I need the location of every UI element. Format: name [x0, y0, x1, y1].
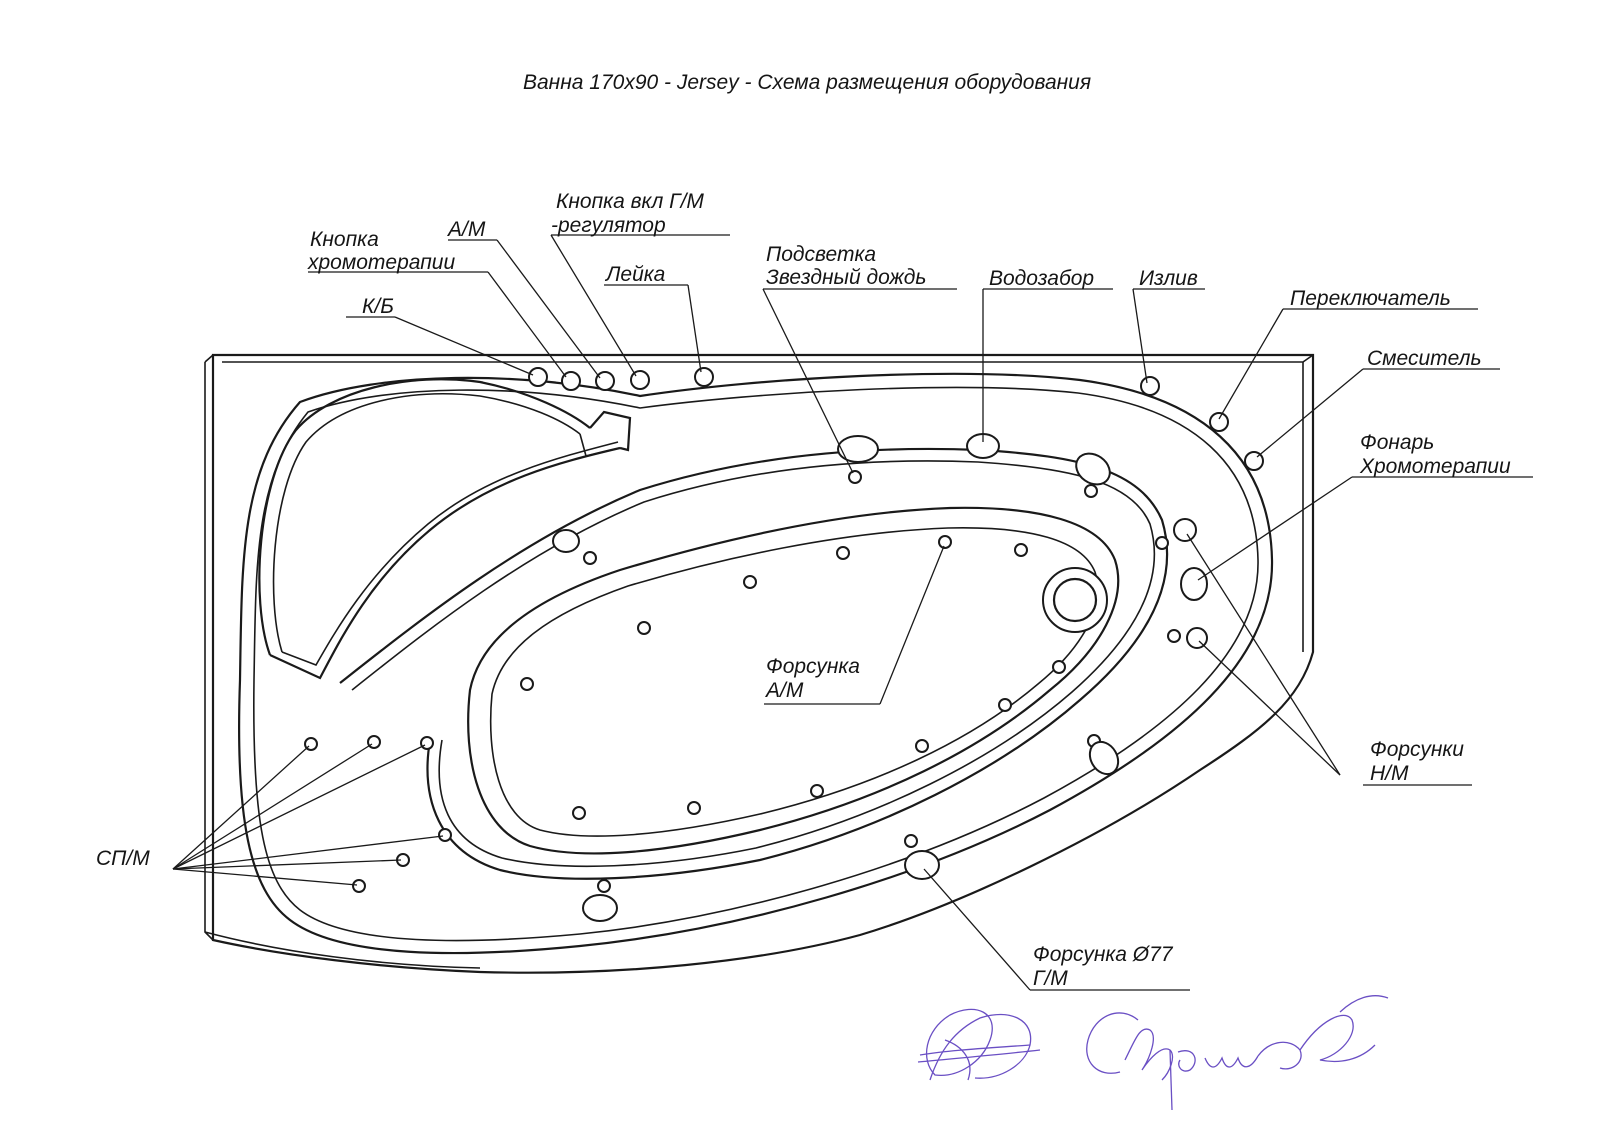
nm-jet-1 [1173, 518, 1197, 542]
gm-button-hole [595, 371, 615, 391]
diagram-title: Ванна 170х90 - Jersey - Схема размещения… [523, 71, 1091, 94]
label-am-jet-2: А/М [764, 679, 804, 702]
handwritten-signature [917, 995, 1389, 1111]
chromotherapy-button-hole [528, 367, 548, 387]
starry-rain-light [837, 435, 879, 463]
label-starry-light-1: Подсветка [766, 243, 876, 266]
label-jet-77-1: Форсунка Ø77 [1033, 943, 1174, 966]
label-shower: Лейка [604, 263, 665, 286]
label-gm-button-2: -регулятор [551, 214, 666, 237]
label-chromotherapy-button-1: Кнопка [310, 228, 379, 251]
label-starry-light-2: Звездный дождь [766, 266, 926, 289]
label-spout: Излив [1139, 267, 1198, 290]
leader-lines [172, 234, 1533, 991]
label-chromotherapy-button-2: хромотерапии [307, 251, 455, 274]
label-switch: Переключатель [1290, 287, 1451, 310]
label-am-jet-1: Форсунка [766, 655, 860, 678]
label-kb: К/Б [362, 295, 394, 318]
chromotherapy-light [1180, 567, 1208, 601]
label-water-intake: Водозабор [989, 267, 1094, 290]
regulator-hole [630, 370, 650, 390]
switch-hole [1209, 412, 1229, 432]
label-jet-77-2: Г/М [1033, 967, 1068, 990]
am-button-hole [561, 371, 581, 391]
label-mixer: Смеситель [1367, 347, 1482, 370]
tub-outline [204, 353, 1315, 974]
spout-hole [1140, 376, 1160, 396]
label-spm: СП/М [96, 847, 150, 870]
labels: Кнопка хромотерапии А/М Кнопка вкл Г/М -… [96, 190, 1511, 990]
shower-hole [694, 367, 714, 387]
label-gm-button-1: Кнопка вкл Г/М [556, 190, 704, 213]
label-nm-jets-2: Н/М [1370, 762, 1409, 785]
label-am: А/М [446, 218, 486, 241]
jet-77-gm [904, 850, 940, 880]
am-jet [938, 535, 952, 549]
label-lantern-2: Хромотерапии [1359, 455, 1511, 478]
label-nm-jets-1: Форсунки [1370, 738, 1464, 761]
label-lantern-1: Фонарь [1360, 431, 1434, 454]
